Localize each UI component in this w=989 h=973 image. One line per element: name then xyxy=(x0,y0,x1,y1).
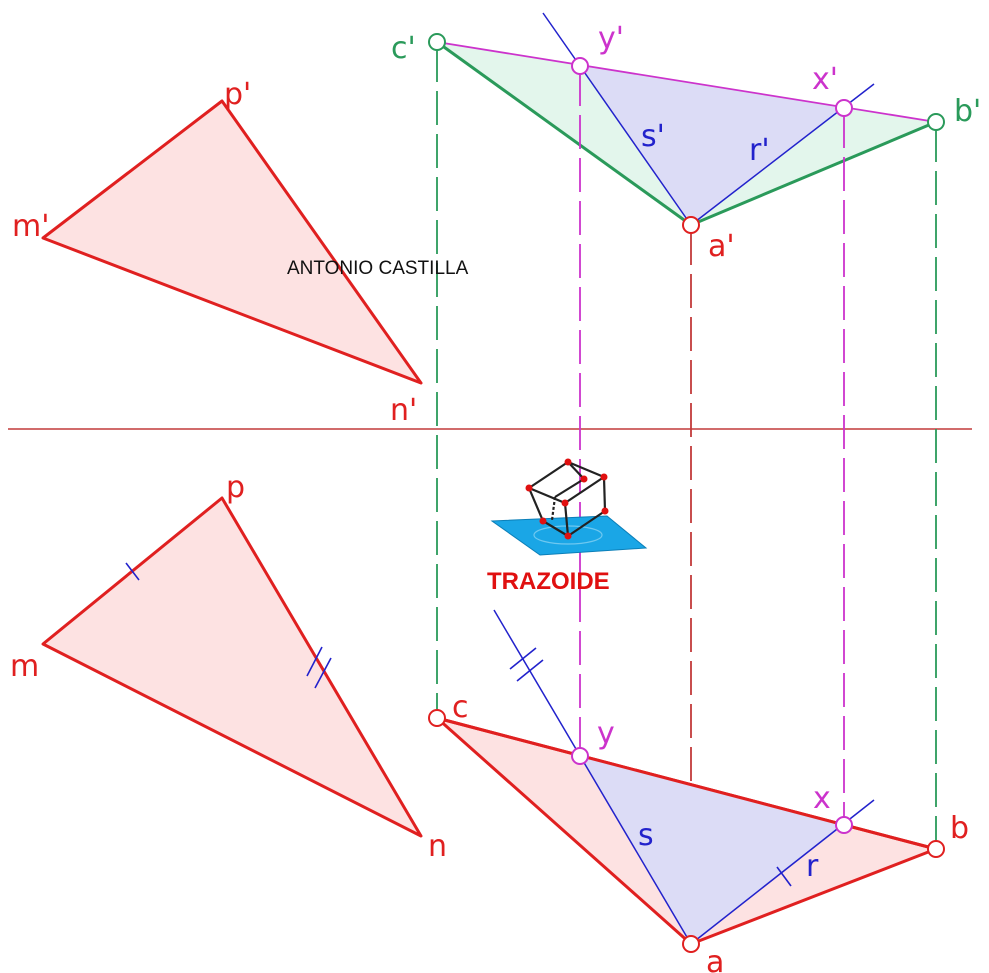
vertex-b-prime xyxy=(927,113,945,131)
vertex-x xyxy=(835,816,853,834)
vertex-c-prime xyxy=(428,33,446,51)
vertex-x-prime xyxy=(835,99,853,117)
tick-mark-single-mp xyxy=(125,562,140,581)
tick-mark-double-pn-1 xyxy=(306,646,323,677)
label-n-prime: n' xyxy=(390,393,417,428)
edge-a-prime-b-prime xyxy=(690,120,937,227)
label-s: s xyxy=(638,818,654,853)
label-y-prime: y' xyxy=(598,21,624,56)
author-caption: ANTONIO CASTILLA xyxy=(287,258,469,279)
label-b-prime: b' xyxy=(954,94,981,129)
label-p: p xyxy=(226,470,245,505)
vertex-b xyxy=(927,840,945,858)
vertex-y-prime xyxy=(571,57,589,75)
label-m: m xyxy=(10,649,39,684)
label-n: n xyxy=(428,829,447,864)
label-p-prime: p' xyxy=(224,77,251,112)
label-c-prime: c' xyxy=(391,31,416,66)
vertex-y xyxy=(571,747,589,765)
triangle-mnp-horizontal xyxy=(41,496,423,838)
label-x: x xyxy=(813,781,831,816)
triangle-axy-vertical xyxy=(580,66,844,225)
trazoide-logo: TRAZOIDE xyxy=(487,458,648,595)
label-y: y xyxy=(597,716,615,751)
label-r: r xyxy=(806,849,819,884)
label-x-prime: x' xyxy=(812,62,838,97)
brand-wordmark: TRAZOIDE xyxy=(487,568,610,595)
edge-c-b xyxy=(436,716,937,851)
label-c: c xyxy=(452,690,469,725)
line-s xyxy=(493,609,692,945)
tick-mark-double-s-1 xyxy=(509,647,537,670)
tick-mark-single-r xyxy=(776,866,792,887)
label-b: b xyxy=(950,811,969,846)
tick-mark-double-pn-2 xyxy=(314,657,332,689)
logo-cube-vertices xyxy=(525,458,609,540)
vertex-a xyxy=(682,935,700,953)
line-s-prime xyxy=(542,12,692,226)
tick-mark-double-s-2 xyxy=(516,659,544,682)
label-a-prime: a' xyxy=(708,229,735,264)
logo-cube xyxy=(527,460,607,537)
triangle-mnp-vertical xyxy=(41,99,423,385)
label-a: a xyxy=(706,945,724,973)
vertex-c xyxy=(428,709,446,727)
label-r-prime: r' xyxy=(749,133,770,168)
label-m-prime: m' xyxy=(12,209,49,244)
edge-a-prime-c-prime xyxy=(436,40,692,227)
triangle-axy-horizontal xyxy=(580,756,844,944)
vertex-a-prime xyxy=(682,216,700,234)
label-s-prime: s' xyxy=(641,119,665,154)
